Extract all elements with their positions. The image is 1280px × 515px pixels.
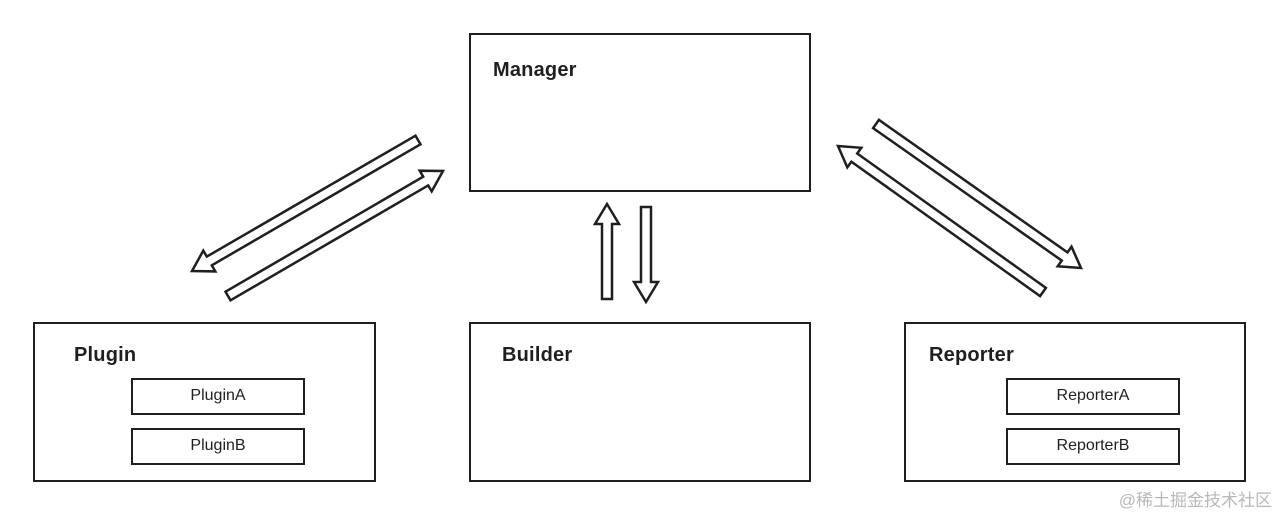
plugin-box: Plugin PluginA PluginB: [33, 322, 376, 482]
arrow-manager-to-reporter: [871, 118, 1083, 270]
reporter-item-a: ReporterA: [1006, 378, 1180, 415]
watermark-text: @稀土掘金技术社区: [1118, 491, 1272, 510]
plugin-item-b: PluginB: [131, 428, 305, 465]
arrow-reporter-to-manager: [836, 144, 1048, 298]
arrow-manager-to-builder: [631, 205, 661, 305]
reporter-item-b: ReporterB: [1006, 428, 1180, 465]
manager-title: Manager: [493, 59, 577, 81]
arrow-manager-to-plugin: [189, 133, 423, 273]
plugin-title: Plugin: [74, 344, 137, 366]
arrow-plugin-to-manager: [223, 169, 446, 303]
arrow-builder-to-manager: [592, 201, 622, 301]
reporter-title: Reporter: [929, 344, 1014, 366]
builder-box: Builder: [469, 322, 811, 482]
builder-title: Builder: [502, 344, 573, 366]
reporter-box: Reporter ReporterA ReporterB: [904, 322, 1246, 482]
plugin-item-a: PluginA: [131, 378, 305, 415]
manager-box: Manager: [469, 33, 811, 192]
